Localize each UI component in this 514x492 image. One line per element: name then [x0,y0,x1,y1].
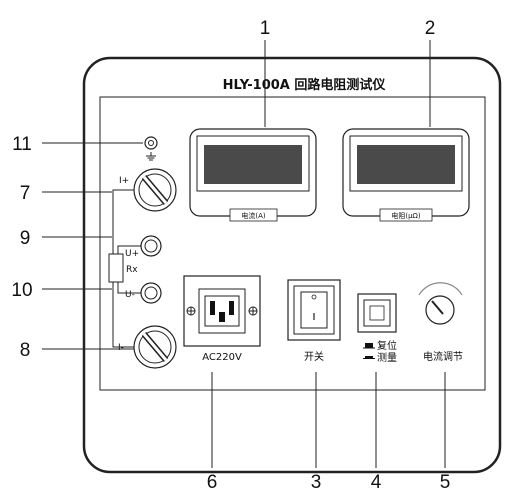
resistance-display: 电阻(μΩ) [342,128,470,222]
current-adjust-knob [418,282,463,325]
i-plus-label: I+ [119,176,129,186]
i-minus-terminal [133,325,177,369]
measure-label: 测量 [377,351,397,364]
switch-label: 开关 [304,350,324,363]
callout-11: 11 [12,134,32,155]
reset-measure-button [357,293,397,333]
rx-resistor [108,253,124,283]
callout-5: 5 [440,472,451,492]
button-up-icon [363,343,375,349]
u-plus-label: U+ [125,249,139,259]
reset-label: 复位 [377,339,397,352]
u-plus-terminal [140,235,162,257]
callout-10: 10 [11,280,32,301]
callout-3: 3 [311,472,322,492]
i-plus-terminal [133,168,177,212]
callout-leaders [42,40,446,468]
panel-title: HLY-100A 回路电阻测试仪 [223,77,387,93]
resistance-lcd-screen [357,145,455,184]
callout-6: 6 [207,472,218,492]
ac-socket-label: AC220V [202,352,242,363]
callout-8: 8 [20,340,31,361]
callout-7: 7 [20,183,31,204]
callout-2: 2 [425,18,436,39]
button-down-icon [363,356,375,359]
screw-icon [248,306,258,316]
current-display: 电流(A) [189,128,317,222]
ground-terminal [144,136,158,161]
ground-symbol-icon [146,152,156,161]
current-display-label: 电流(A) [241,211,266,220]
current-adjust-label: 电流调节 [423,350,463,363]
u-minus-label: U- [125,290,135,300]
callout-4: 4 [371,472,382,492]
screw-icon [186,306,196,316]
i-minus-label: I- [118,343,124,353]
callout-1: 1 [260,18,271,39]
rx-label: Rx [126,265,138,275]
current-lcd-screen [204,145,302,184]
resistance-display-label: 电阻(μΩ) [391,211,421,220]
rx-wiring [112,189,141,348]
u-minus-terminal [140,282,162,304]
callout-9: 9 [20,228,31,249]
power-switch [287,279,341,341]
ac-power-socket [183,275,261,347]
